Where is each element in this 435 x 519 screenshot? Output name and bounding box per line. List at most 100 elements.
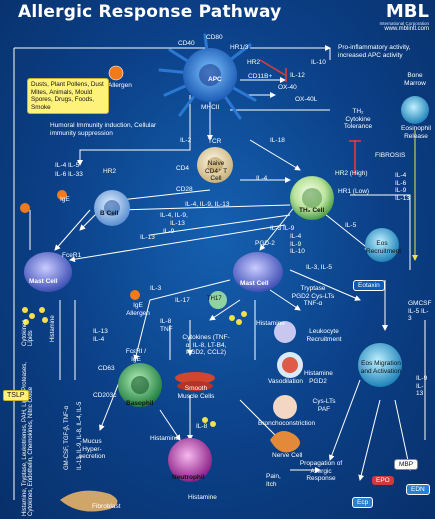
cd203c-label: CD203c [93,392,117,399]
fibroblast-label: Fibroblast [92,503,121,510]
ox40-label: OX-40 [278,84,297,91]
histamine-bottom-label: Histamine [188,494,217,501]
logo-subtitle: International Corporation [379,21,429,26]
b-cell-label: B Cell [100,210,119,217]
brand-logo: MBL International Corporation www.mblint… [379,3,429,33]
bone-marrow-label: Bone Marrow [404,72,426,87]
eos-migration-cell [358,343,402,387]
il4-mid-label: IL-4 [256,175,268,182]
il13-label: IL-13 [170,220,185,227]
th17-cell [209,291,227,309]
cytokines-lipids-label: Cytokines Lipids [22,319,34,346]
mediators-vertical-label: Histamine, Tryptase, Leukotrienes, PAH, … [22,362,34,516]
ige-b-label: IgE [60,196,70,203]
tcr-label: TCR [208,138,222,145]
fibrosis-label: FIBROSIS [375,152,406,159]
il9-label: IL-9 [163,228,175,235]
nerve-cell-label: Nerve Cell [272,452,303,459]
il8-low-label: IL-8 [196,423,208,430]
tryptase-label: Tryptase PGD2 Cys-LTs TNF-α [291,285,335,307]
fibroblast-cell [60,490,118,512]
allergen-particles [20,65,140,300]
smooth-muscle [175,372,215,384]
leukocyte-icon [274,321,296,343]
il4-il5-label: IL-4 IL-5 [55,162,80,169]
il17-label: IL-17 [175,297,190,304]
leukocyte-recruitment-label: Leukocyte Recruitment [306,328,342,343]
th17-label: TH17 [207,296,222,302]
cd80-label: CD80 [206,34,223,41]
cd28-label: CD28 [176,186,193,193]
bronchoconstriction-icon [273,395,297,419]
logo-url: www.mblintl.com [384,26,429,32]
il3-il9-label: IL-3 IL-9 [270,225,295,232]
th2-cell-label: TH₂ Cell [299,207,325,214]
il13-il4-label: IL-13 IL-4 [93,328,108,343]
il4-9-b-label: IL-4, IL-9, [160,212,188,219]
eos-recruit-cell [365,228,399,262]
granules [22,307,247,427]
cd63-label: CD63 [98,365,115,372]
cd4-label: CD4 [176,165,190,172]
fceri-ige-label: FcεRI / IgE [125,348,147,363]
eotaxin-label: Eotaxin [353,280,385,291]
epo-label: EPO [372,476,394,485]
humoral-immunity-label: Humoral Immunity induction, Cellular imm… [50,122,157,137]
pain-itch-label: Pain, Itch [266,473,281,488]
neutrophil-label: Neutrophil [172,474,205,481]
histamine-low-label: Histamine [150,435,179,442]
pgd2-label: PGD-2 [255,240,275,247]
hr2-b-label: HR2 [103,168,117,175]
page-title: Allergic Response Pathway [18,2,282,22]
nerve-cell [270,431,300,453]
hr13-label: HR1/3 [230,44,249,51]
basophil-label: Basophil [126,400,154,407]
tslp-box: TSLP [3,390,29,401]
il8-tnf-label: IL-8 TNF [160,318,173,333]
hr2-high-label: HR2 (High) [335,170,368,177]
gmcsf-label: GMCSF IL-5 IL-3 [408,300,432,322]
eos-release-cell [401,96,429,124]
naive-t-cell-label: Naive CD4⁺ T Cell [204,160,228,182]
il13-vertical-label: IL-13, IL-9, IL-8, IL-4, IL-5 [77,401,83,470]
mucus-label: Mucus Hyper-secretion [78,438,106,460]
eos-migration-label: Eos Migration and Activation [360,360,402,375]
cd11b-label: CD11B+ [248,73,273,80]
cys-paf-label: Cys-LTs PAF [312,398,336,413]
th2-tolerance-label: TH₂ Cytokine Tolerance [343,108,373,130]
mbp-label: MBP [394,459,419,470]
histamine-vertical-label: Histamine [50,315,56,342]
vasodilation-label: Vasodilation [268,378,303,385]
apc-cell [158,33,257,120]
mast-cell-mid-label: Mast Cell [240,280,269,287]
histamine-pgd2-label: Histamine PGD2 [304,370,333,385]
hr2-top-label: HR2 [247,59,261,66]
il3-mid-label: IL-3 [150,285,162,292]
il5-label: IL-5 [345,222,357,229]
pathway-arrows [13,45,426,500]
il-stack-label: IL-4 IL-6 IL-9 IL-13 [395,172,410,202]
il13-b-label: IL-13 [140,234,155,241]
mast-cell-left-label: Mast Cell [29,278,58,285]
pro-inflammatory-label: Pro-inflammatory activity, increased APC… [338,44,411,59]
allergen-sources-box: Dusts, Plant Pollens, Dust Mites, Animal… [27,78,109,114]
il4-9-10-label: IL-4 IL-9 IL-10 [290,233,305,255]
il4-9-13-a-label: IL-4, IL-9, IL-13 [185,201,230,208]
il3-il5-label: IL-3, IL-5 [306,264,333,271]
hr1-low-label: HR1 (Low) [338,188,370,195]
eos-recruitment-label: Eos Recruitment [366,240,402,255]
il18-label: IL-18 [270,137,285,144]
smooth-muscle-label: Smooth Muscle Cells [177,385,215,400]
allergen-label: Allergen [108,82,132,89]
cd40-label: CD40 [178,40,195,47]
ox40l-label: OX-40L [295,96,318,103]
histamine-mid-label: Histamine [256,320,285,327]
il12-label: IL-12 [290,72,305,79]
mast-cell-left [24,252,72,292]
il10-label: IL-10 [311,59,326,66]
edn-label: EDN [406,484,430,495]
gmcsf-vertical-label: GM-CSF, TGF-β, TNF-α [64,405,70,470]
mast-cell-mid [233,252,283,292]
